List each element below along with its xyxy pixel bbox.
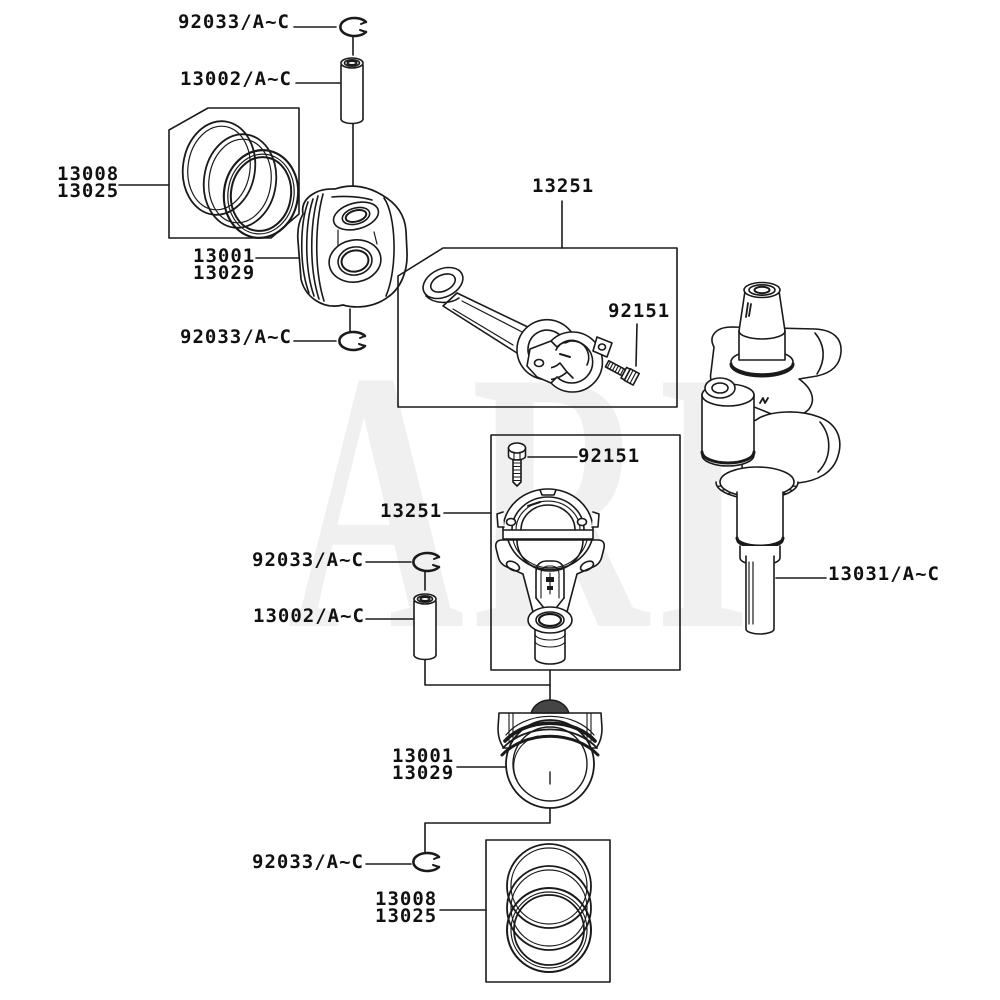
label-piston-rings-bottom[interactable]: 13008 13025 [375, 888, 438, 927]
label-circlip-bottom[interactable]: 92033/A~C [252, 851, 364, 873]
label-circlip-upper-mid[interactable]: 92033/A~C [180, 326, 292, 348]
piston-bottom-drawing [497, 699, 603, 809]
piston-top-drawing [296, 185, 408, 308]
piston-pin-top-drawing [340, 57, 364, 125]
label-circlip-top[interactable]: 92033/A~C [178, 11, 290, 33]
label-piston-rings-top[interactable]: 13008 13025 [57, 163, 120, 202]
connecting-rod-mid-box [490, 434, 681, 671]
circlip-mid-drawing [412, 551, 441, 573]
label-rod-bolt-mid[interactable]: 92151 [578, 445, 641, 467]
piston-rings-bottom-drawing [506, 843, 592, 973]
crankshaft-drawing [700, 281, 842, 635]
label-rod-bolt-top[interactable]: 92151 [608, 300, 671, 322]
assembly-connector-lines [349, 36, 551, 853]
label-crankshaft[interactable]: 13031/A~C [828, 563, 940, 585]
connecting-rod-mid-drawing [494, 539, 606, 665]
connecting-rod-top-box [397, 247, 678, 408]
piston-rings-top-drawing [181, 120, 300, 239]
rod-cap-mid-drawing [496, 488, 600, 540]
circlip-bottom-drawing [412, 851, 441, 873]
rod-bolt-mid-drawing [507, 442, 527, 487]
piston-rings-bottom-box [485, 839, 611, 983]
label-leader-lines [118, 26, 827, 911]
label-piston-bottom[interactable]: 13001 13029 [392, 745, 455, 784]
rod-bolt-top-drawing [604, 359, 641, 386]
label-circlip-mid[interactable]: 92033/A~C [252, 549, 364, 571]
piston-rings-top-box [168, 107, 300, 239]
label-connecting-rod-top[interactable]: 13251 [532, 175, 595, 197]
circlip-upper-mid-drawing [338, 330, 367, 352]
label-piston-pin-mid[interactable]: 13002/A~C [253, 605, 365, 627]
piston-pin-mid-drawing [413, 593, 437, 661]
circlip-top-drawing [339, 16, 368, 38]
label-connecting-rod-mid[interactable]: 13251 [380, 500, 443, 522]
label-piston-pin-top[interactable]: 13002/A~C [180, 68, 292, 90]
label-piston-top[interactable]: 13001 13029 [193, 245, 256, 284]
connecting-rod-top-drawing [422, 266, 613, 393]
